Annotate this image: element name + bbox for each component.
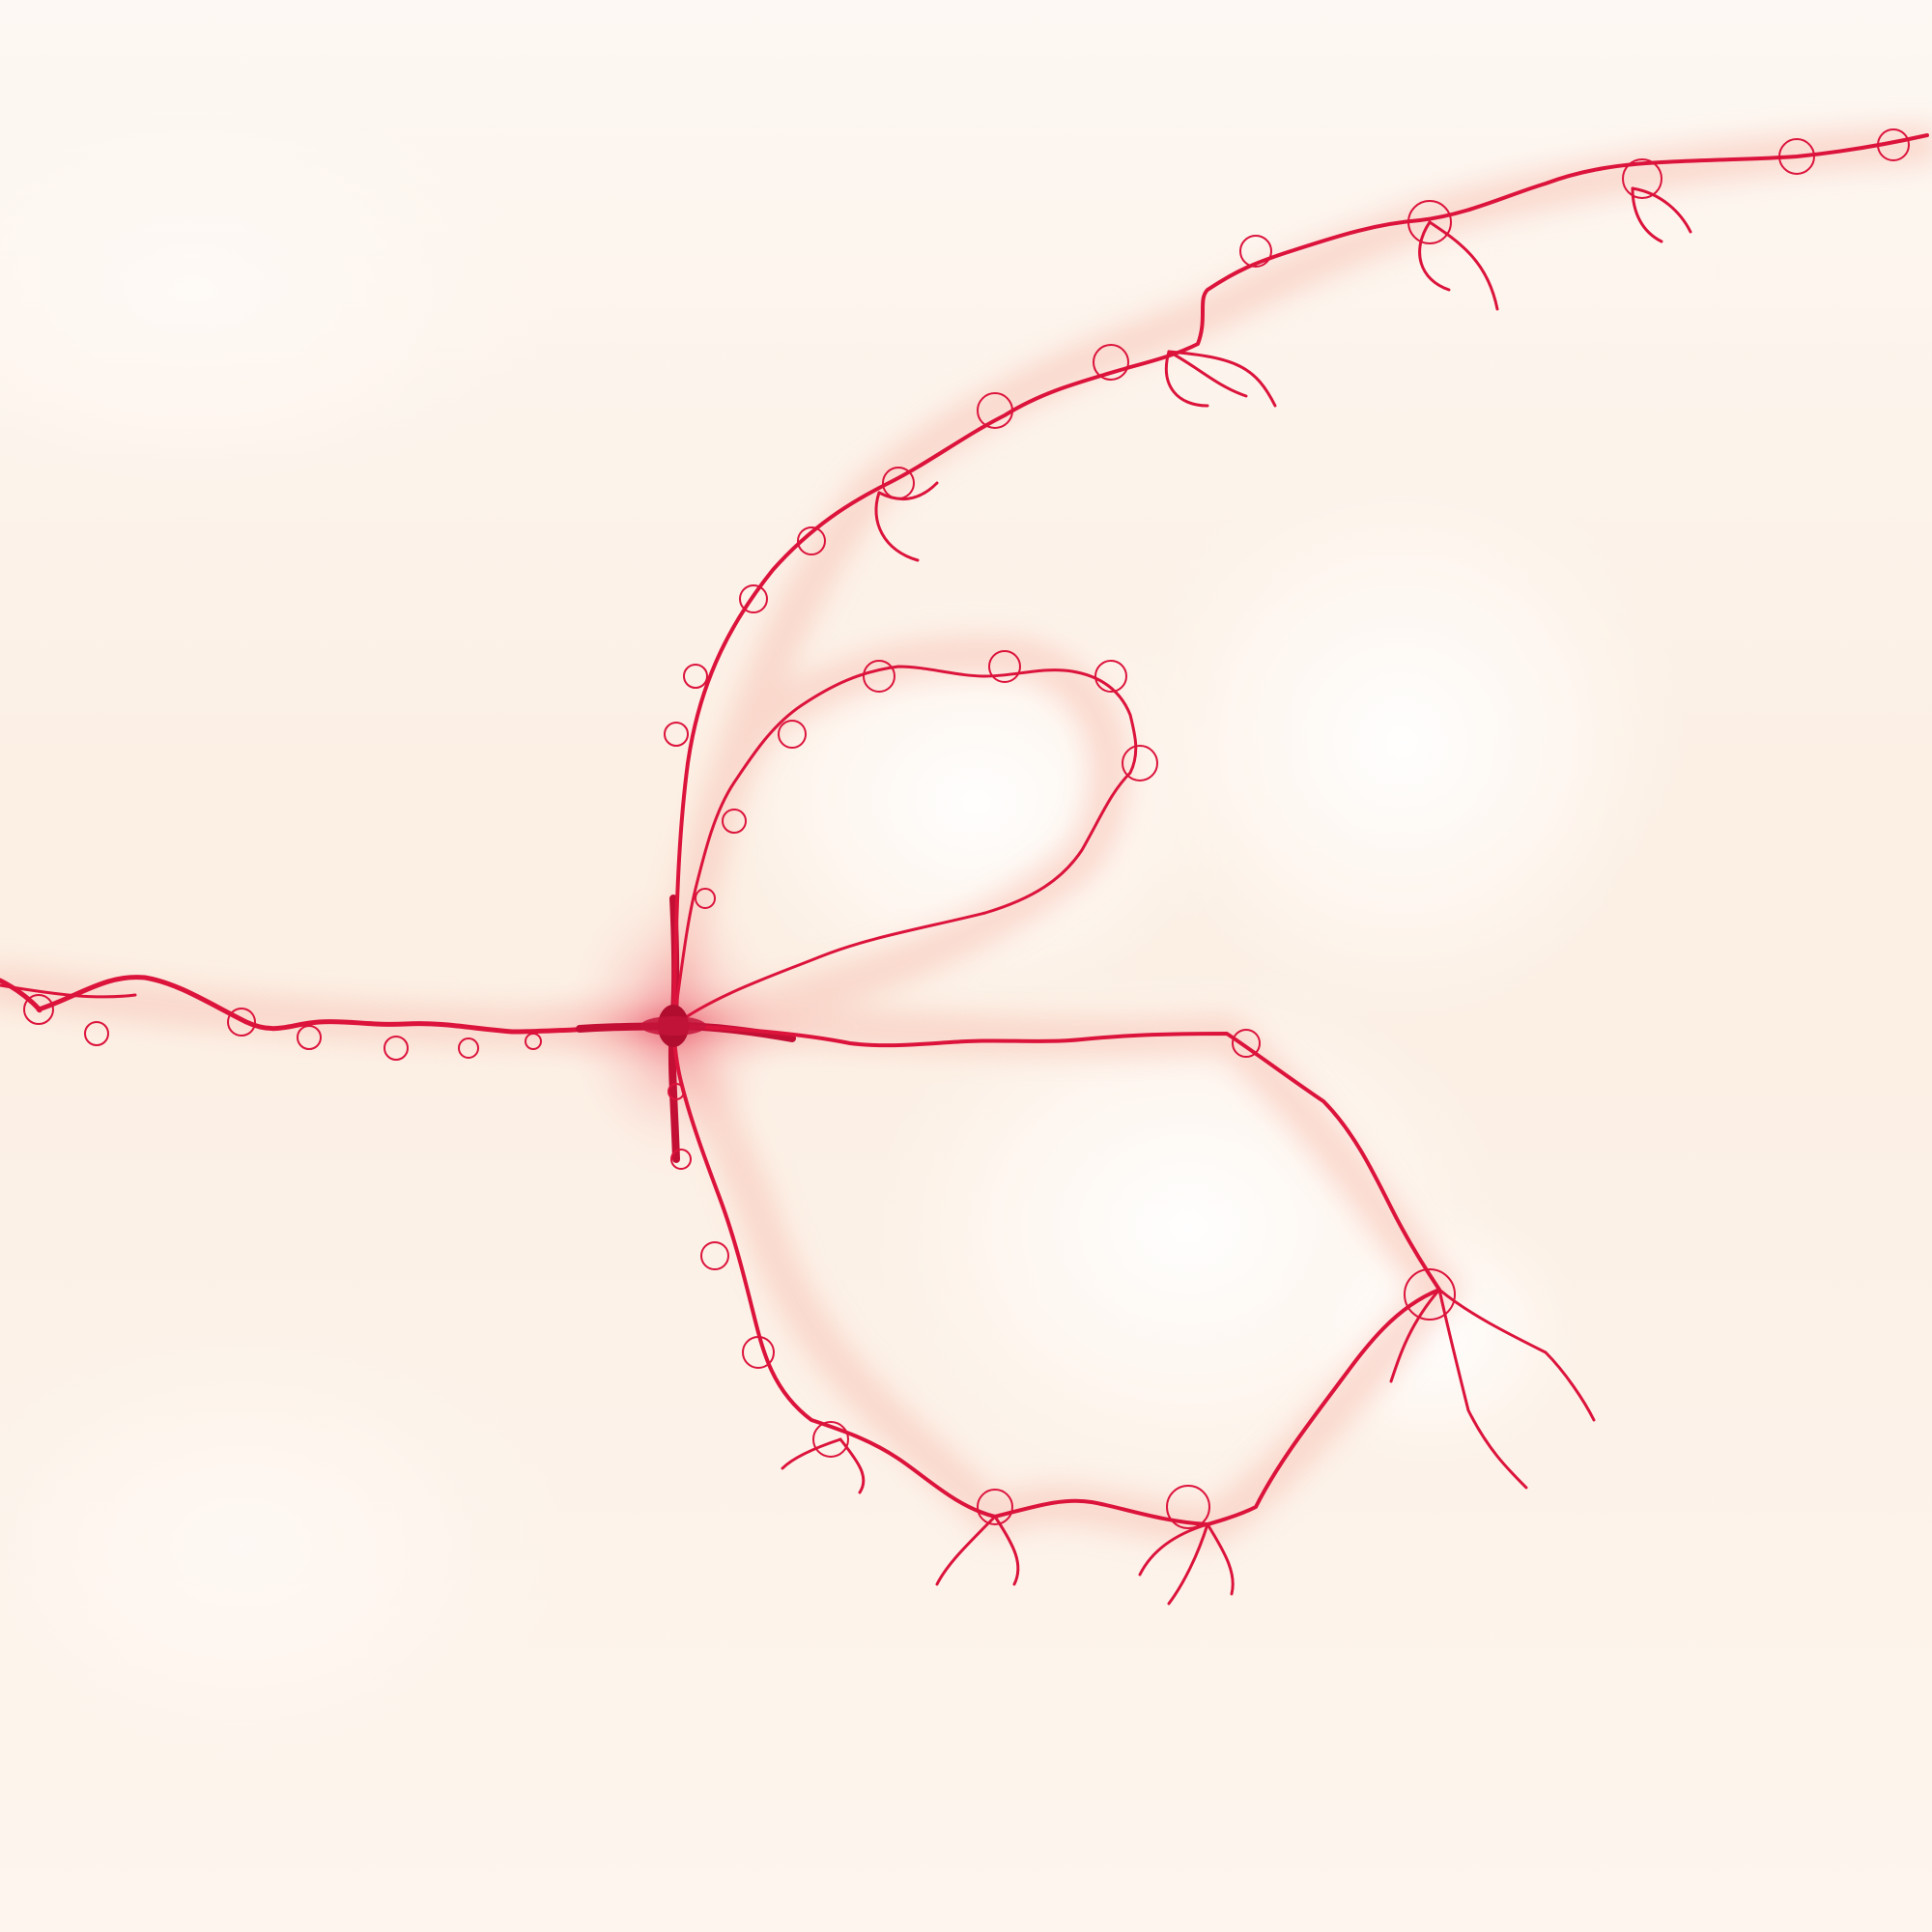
- halo-layer: [0, 48, 1690, 1787]
- central-node: [640, 1005, 706, 1047]
- curl-layer: [23, 128, 1910, 1529]
